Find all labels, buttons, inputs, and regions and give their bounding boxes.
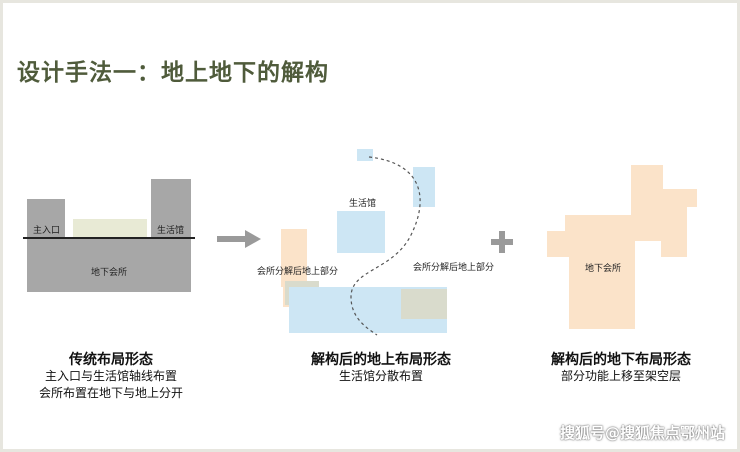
label-hall: 生活馆 xyxy=(157,226,185,236)
caption-line-1: 主入口与生活馆轴线布置 xyxy=(44,369,177,383)
club-block-gray-right xyxy=(401,289,447,319)
caption-line-2: 会所布置在地下与地上分开 xyxy=(38,386,183,400)
caption-title-basement: 解构后的地下布局形态 xyxy=(551,352,691,368)
label-basement-3: 地下会所 xyxy=(585,264,622,274)
watermark: 搜狐号@搜狐焦点鄂州站 xyxy=(559,424,725,442)
caption-title-traditional: 传统布局形态 xyxy=(69,352,153,368)
hall-block xyxy=(151,179,191,239)
hall-block-blue-right xyxy=(413,167,435,207)
ground-line xyxy=(23,237,195,239)
arrow-right-icon xyxy=(217,230,261,248)
caption-title-above-ground: 解构后的地上布局形态 xyxy=(311,352,451,368)
label-club-right: 会所分解后地上部分 xyxy=(413,263,495,273)
entrance-block xyxy=(27,199,65,239)
plus-icon xyxy=(491,231,513,253)
dashed-axis-curve xyxy=(350,156,421,336)
caption-line-4: 部分功能上移至架空层 xyxy=(560,369,681,383)
basement-block xyxy=(27,239,191,292)
hall-block-blue-top xyxy=(357,149,373,161)
ground-plaza-block xyxy=(73,219,147,239)
label-hall-2: 生活馆 xyxy=(349,199,377,209)
label-entrance: 主入口 xyxy=(33,226,61,236)
caption-line-3: 生活馆分散布置 xyxy=(338,369,423,383)
page-title: 设计手法一：地上地下的解构 xyxy=(17,60,329,86)
hall-block-blue xyxy=(337,211,385,253)
label-club-left: 会所分解后地上部分 xyxy=(257,267,339,277)
label-basement: 地下会所 xyxy=(91,268,128,278)
basement-footprint-shape xyxy=(547,165,697,329)
club-block-peach xyxy=(281,229,307,287)
